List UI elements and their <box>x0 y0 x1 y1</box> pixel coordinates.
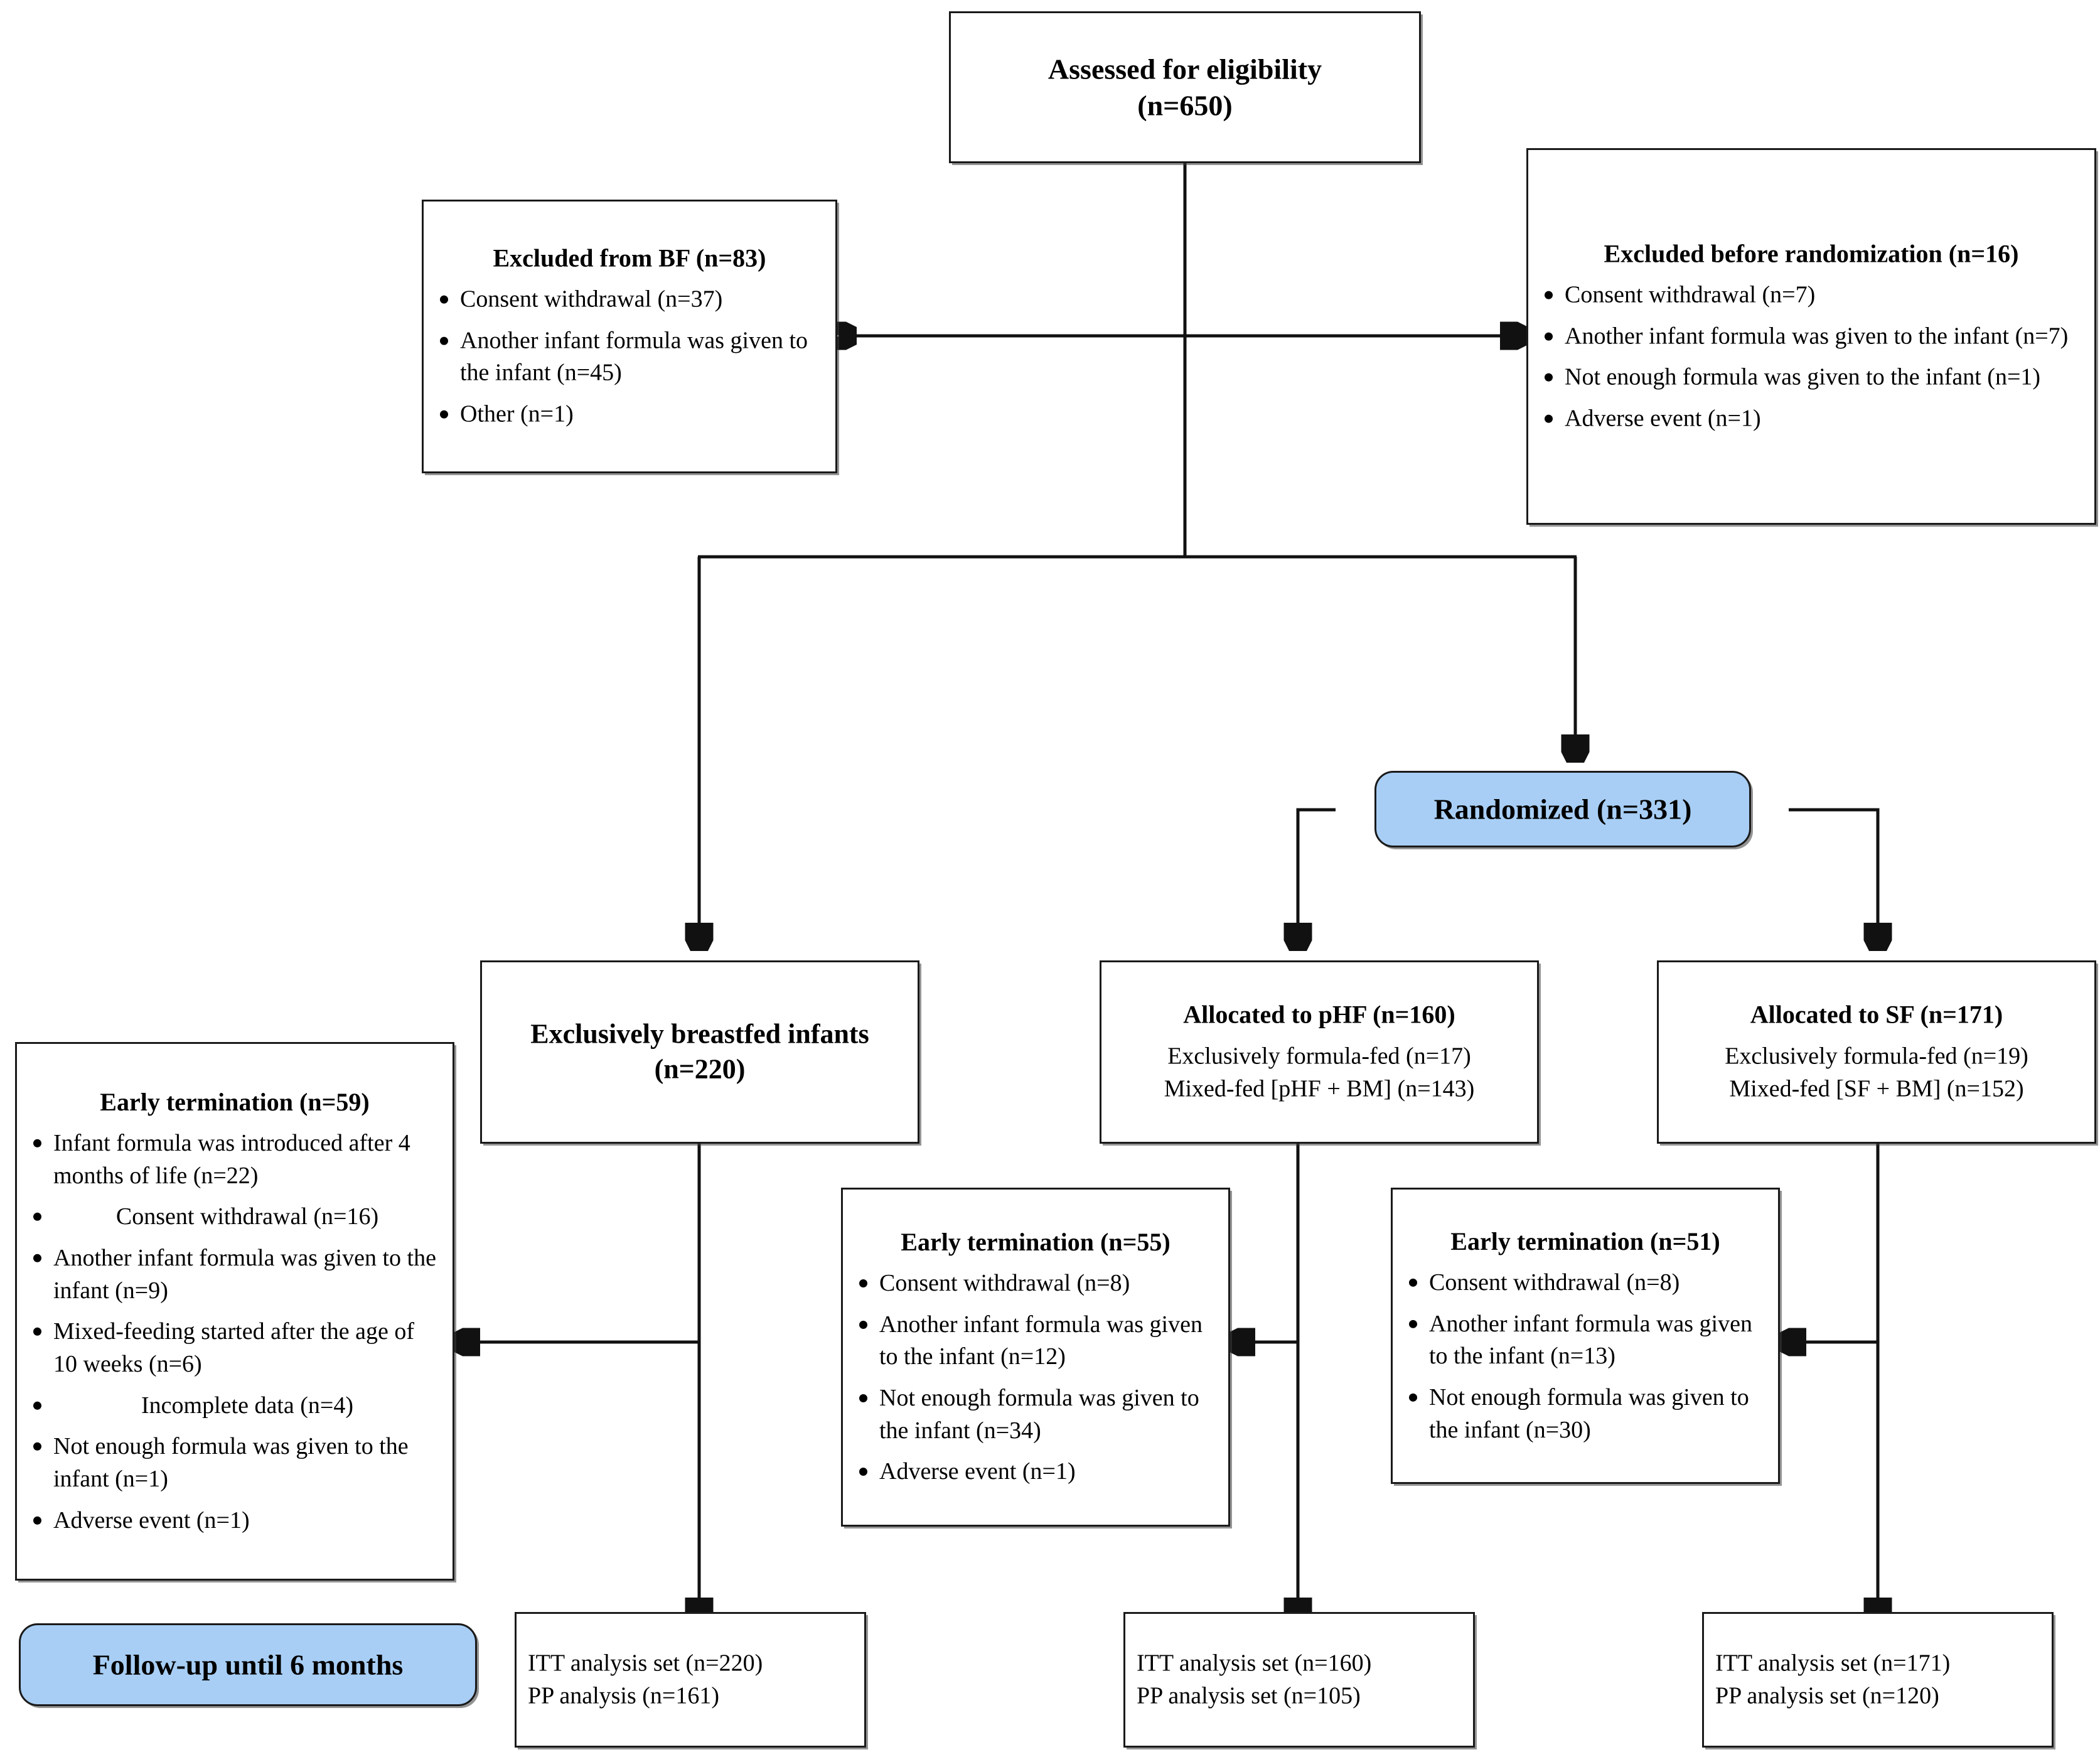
list-item: Not enough formula was given to the infa… <box>854 1382 1217 1447</box>
bullet-dot-icon <box>33 1401 41 1410</box>
alloc-sf-line-2: Mixed-fed [SF + BM] (n=152) <box>1729 1076 2024 1102</box>
bullet-dot-icon <box>1545 332 1553 341</box>
bullet-dot-icon <box>33 1443 41 1451</box>
early-term-phf-list: Consent withdrawal (n=8) Another infant … <box>854 1267 1217 1488</box>
ebf-count: (n=220) <box>654 1054 746 1085</box>
list-item: Adverse event (n=1) <box>854 1456 1217 1488</box>
list-item: Another infant formula was given to the … <box>1540 320 2083 353</box>
bullet-dot-icon <box>33 1328 41 1336</box>
bullet-dot-icon <box>859 1279 867 1287</box>
bullet-dot-icon <box>1409 1278 1417 1287</box>
bullet-dot-icon <box>859 1468 867 1476</box>
bullet-dot-icon <box>440 336 448 345</box>
early-term-phf-title: Early termination (n=55) <box>901 1227 1171 1256</box>
list-item: Other (n=1) <box>435 399 824 431</box>
early-term-sf-list: Consent withdrawal (n=8) Another infant … <box>1404 1267 1767 1446</box>
assessed-count: (n=650) <box>1137 89 1233 121</box>
bullet-dot-icon <box>440 410 448 419</box>
excluded-before-rand-list: Consent withdrawal (n=7) Another infant … <box>1540 279 2083 436</box>
list-item: Another infant formula was given to the … <box>28 1242 441 1307</box>
bullet-dot-icon <box>1545 291 1553 299</box>
node-early-termination-bf: Early termination (n=59) Infant formula … <box>15 1042 454 1581</box>
analysis-sf-pp: PP analysis set (n=120) <box>1715 1683 1939 1709</box>
list-item: Adverse event (n=1) <box>1540 403 2083 436</box>
list-item: Mixed-feeding started after the age of 1… <box>28 1316 441 1380</box>
excluded-bf-title: Excluded from BF (n=83) <box>493 244 766 272</box>
list-item: Consent withdrawal (n=7) <box>1540 279 2083 312</box>
analysis-phf-pp: PP analysis set (n=105) <box>1137 1683 1361 1709</box>
list-item: Incomplete data (n=4) <box>28 1390 441 1422</box>
alloc-sf-line-1: Exclusively formula-fed (n=19) <box>1725 1043 2028 1070</box>
list-item: Infant formula was introduced after 4 mo… <box>28 1127 441 1192</box>
bullet-dot-icon <box>33 1139 41 1147</box>
excluded-before-rand-title: Excluded before randomization (n=16) <box>1604 239 2019 268</box>
bullet-dot-icon <box>1409 1319 1417 1328</box>
wire-randomized-to-sf <box>1789 808 1878 948</box>
list-item: Adverse event (n=1) <box>28 1505 441 1537</box>
node-early-termination-phf: Early termination (n=55) Consent withdra… <box>841 1188 1230 1527</box>
node-analysis-phf: ITT analysis set (n=160) PP analysis set… <box>1123 1612 1475 1748</box>
analysis-bf-itt: ITT analysis set (n=220) <box>528 1650 763 1677</box>
list-item: Consent withdrawal (n=16) <box>28 1201 441 1233</box>
early-term-sf-title: Early termination (n=51) <box>1450 1227 1720 1255</box>
analysis-sf-itt: ITT analysis set (n=171) <box>1715 1650 1951 1677</box>
alloc-sf-title: Allocated to SF (n=171) <box>1750 1000 2003 1029</box>
assessed-title: Assessed for eligibility <box>1047 53 1322 85</box>
list-item: Consent withdrawal (n=37) <box>435 284 824 316</box>
analysis-phf-itt: ITT analysis set (n=160) <box>1137 1650 1372 1677</box>
node-excluded-before-randomization: Excluded before randomization (n=16) Con… <box>1526 148 2096 525</box>
bullet-dot-icon <box>440 295 448 304</box>
alloc-phf-title: Allocated to pHF (n=160) <box>1183 1000 1455 1029</box>
bullet-dot-icon <box>33 1516 41 1525</box>
node-analysis-bf: ITT analysis set (n=220) PP analysis (n=… <box>515 1612 866 1748</box>
bullet-dot-icon <box>1545 414 1553 423</box>
list-item: Consent withdrawal (n=8) <box>854 1267 1217 1300</box>
bullet-dot-icon <box>1409 1393 1417 1402</box>
bullet-dot-icon <box>33 1254 41 1262</box>
node-allocated-sf: Allocated to SF (n=171) Exclusively form… <box>1657 960 2096 1144</box>
followup-label: Follow-up until 6 months <box>92 1648 404 1681</box>
node-assessed-for-eligibility: Assessed for eligibility (n=650) <box>949 11 1421 163</box>
list-item: Not enough formula was given to the infa… <box>1404 1382 1767 1446</box>
list-item: Not enough formula was given to the infa… <box>1540 362 2083 394</box>
early-term-bf-title: Early termination (n=59) <box>100 1087 370 1116</box>
alloc-phf-line-2: Mixed-fed [pHF + BM] (n=143) <box>1164 1076 1475 1102</box>
node-allocated-phf: Allocated to pHF (n=160) Exclusively for… <box>1100 960 1539 1144</box>
bullet-dot-icon <box>33 1213 41 1222</box>
wire-randomized-to-phf <box>1298 808 1336 948</box>
alloc-phf-line-1: Exclusively formula-fed (n=17) <box>1167 1043 1471 1070</box>
randomized-label: Randomized (n=331) <box>1433 793 1692 825</box>
node-analysis-sf: ITT analysis set (n=171) PP analysis set… <box>1702 1612 2054 1748</box>
bullet-dot-icon <box>859 1320 867 1329</box>
early-term-bf-list: Infant formula was introduced after 4 mo… <box>28 1127 441 1537</box>
bullet-dot-icon <box>1545 373 1553 382</box>
list-item: Another infant formula was given to the … <box>854 1309 1217 1373</box>
list-item: Another infant formula was given to the … <box>1404 1308 1767 1372</box>
node-early-termination-sf: Early termination (n=51) Consent withdra… <box>1391 1188 1780 1484</box>
analysis-bf-pp: PP analysis (n=161) <box>528 1683 720 1709</box>
list-item: Consent withdrawal (n=8) <box>1404 1267 1767 1299</box>
list-item: Not enough formula was given to the infa… <box>28 1431 441 1495</box>
list-item: Another infant formula was given to the … <box>435 325 824 389</box>
node-exclusively-breastfed: Exclusively breastfed infants (n=220) <box>480 960 919 1144</box>
bullet-dot-icon <box>859 1394 867 1402</box>
ebf-title: Exclusively breastfed infants <box>530 1018 869 1050</box>
node-randomized: Randomized (n=331) <box>1374 771 1751 847</box>
node-excluded-from-bf: Excluded from BF (n=83) Consent withdraw… <box>422 200 837 473</box>
node-followup: Follow-up until 6 months <box>19 1623 477 1706</box>
excluded-bf-list: Consent withdrawal (n=37) Another infant… <box>435 284 824 431</box>
